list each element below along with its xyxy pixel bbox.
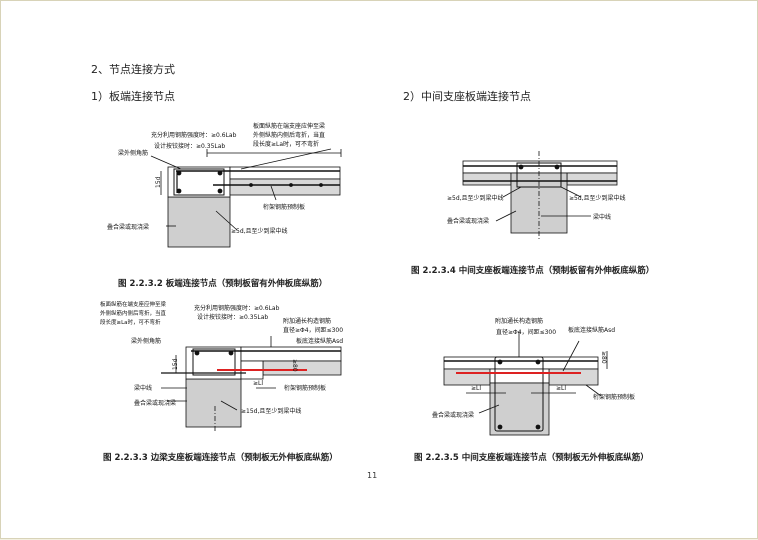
fig3-anchor-1: 充分利用钢筋强度时：≥0.6Lab [194, 304, 280, 312]
fig3-add-bar-2: 直径≥Φ4，间距≤300 [283, 326, 343, 334]
fig1-extend: ≥5d,且至少到梁中线 [231, 227, 288, 235]
fig1-anchor-1: 充分利用钢筋强度时：≥0.6Lab [151, 131, 237, 139]
subsection-title-left: 1）板端连接节点 [91, 90, 175, 103]
fig3-anchor-2: 设计按铰接时：≥0.35Lab [197, 313, 268, 321]
subsection-title-right: 2）中间支座板端连接节点 [403, 90, 531, 103]
fig3-top-label-3: 段长度≥La时，可不弯折 [100, 318, 161, 326]
fig3-precast: 桁架钢筋预制板 [284, 384, 326, 392]
fig2-cast: 叠合梁或现浇梁 [447, 217, 489, 225]
fig4-caption: 图 2.2.3.5 中间支座板端连接节点（预制板无外伸板底纵筋） [414, 453, 649, 463]
fig4-li-right: ≥Ll [556, 385, 566, 392]
page-number: 11 [367, 471, 378, 480]
fig4-cast: 叠合梁或现浇梁 [432, 411, 474, 419]
fig1-h-label: 15d [155, 176, 162, 188]
fig3-joint-bar: 板底连接纵筋Asd [296, 337, 343, 345]
fig4-add-bar-2: 直径≥Φ4，间距≤300 [496, 328, 556, 336]
fig1-caption: 图 2.2.3.2 板端连接节点（预制板留有外伸板底纵筋） [118, 279, 328, 289]
fig2-caption: 图 2.2.3.4 中间支座板端连接节点（预制板留有外伸板底纵筋） [411, 266, 655, 276]
fig4-add-bar-1: 附加通长构造钢筋 [495, 317, 543, 325]
section-title: 2、节点连接方式 [91, 63, 175, 76]
fig3-beam-side: 梁外侧角筋 [131, 337, 161, 345]
fig3-extend: ≥15d,且至少到梁中线 [241, 407, 301, 415]
fig3-h-label: 15d [172, 358, 179, 370]
fig2-center: 梁中线 [593, 213, 611, 221]
fig3-caption: 图 2.2.3.3 边梁支座板端连接节点（预制板无外伸板底纵筋） [103, 453, 338, 463]
fig4-h-label: ≥80 [600, 351, 607, 364]
fig1-beam-side: 梁外侧角筋 [118, 149, 148, 157]
fig4-joint-bar: 板底连接纵筋Asd [568, 326, 615, 334]
fig1-top-label-2: 外侧纵筋内侧后弯折，当直 [253, 131, 325, 139]
fig1-precast: 桁架钢筋预制板 [263, 203, 305, 211]
fig1-top-label-3: 段长度≥La时，可不弯折 [253, 140, 319, 148]
fig3-li: ≥Ll [253, 380, 263, 387]
fig4-precast: 桁架钢筋预制板 [593, 393, 635, 401]
fig1-top-label-1: 板面纵筋在端支座应伸至梁 [253, 122, 325, 130]
fig2-extend-left: ≥5d,且至少到梁中线 [447, 194, 504, 202]
fig3-cast: 叠合梁或现浇梁 [134, 399, 176, 407]
fig3-top-label-2: 外侧纵筋内侧后弯折，当直 [100, 309, 167, 317]
fig2-extend-right: ≥5d,且至少到梁中线 [569, 194, 626, 202]
fig3-add-bar-1: 附加通长构造钢筋 [283, 317, 331, 325]
fig3-h-label2: ≥80 [291, 359, 298, 372]
fig1-anchor-2: 设计按铰接时：≥0.35Lab [154, 142, 225, 150]
fig3-center: 梁中线 [134, 384, 152, 392]
fig3-top-label-1: 板面纵筋在端支座应伸至梁 [100, 300, 167, 308]
fig4-li-left: ≥Ll [471, 385, 481, 392]
fig1-cast: 叠合梁或现浇梁 [107, 223, 149, 231]
